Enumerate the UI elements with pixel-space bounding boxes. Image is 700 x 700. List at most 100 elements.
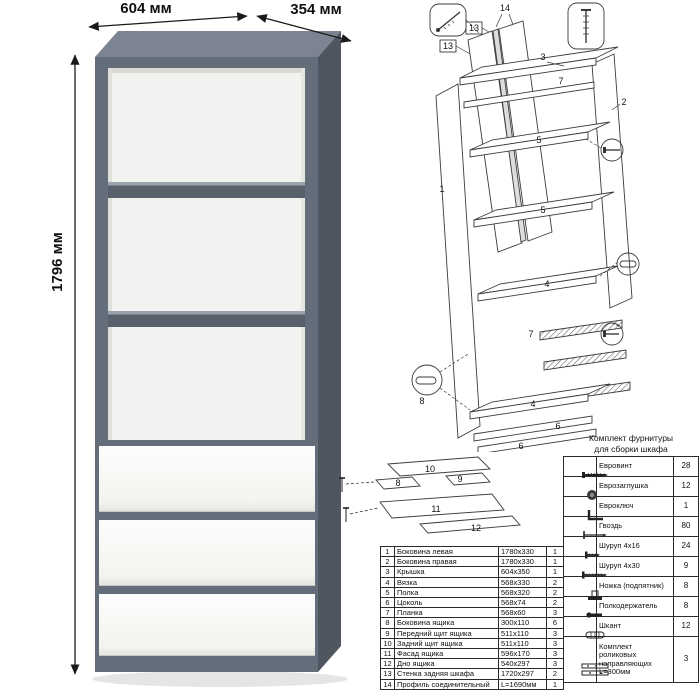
part-number: 5 (380, 586, 395, 599)
drawer-front-1 (99, 446, 315, 512)
part-label-11: 11 (431, 504, 440, 514)
part-label-6: 6 (518, 441, 523, 451)
drawer-side-right (445, 472, 491, 486)
part-size: 568x330 (498, 576, 547, 588)
hardware-row: Евровинт 28 (563, 456, 699, 478)
hardware-qty: 24 (673, 536, 699, 557)
part-number: 12 (380, 658, 395, 670)
screw-4x30-icon (563, 556, 607, 578)
part-number: 4 (380, 576, 395, 588)
hardware-kit-title: Комплект фурнитуры для сборки шкафа (563, 433, 699, 454)
part-label-12: 12 (471, 523, 481, 533)
exploded-assembly-diagram: 14 13 13 3 7 2 5 1 5 4 7 8 4 6 6 (411, 2, 640, 452)
dimension-arrows (70, 12, 352, 675)
width-dimension-arrow (88, 12, 248, 31)
part-name: Вязка (394, 576, 499, 588)
part-number: 13 (380, 668, 395, 680)
hardware-qty: 3 (673, 636, 699, 683)
part-qty: 3 (546, 648, 564, 660)
part-name: Фасад ящика (394, 648, 499, 660)
part-label-9: 9 (457, 474, 462, 484)
part-number: 7 (380, 607, 395, 619)
cap-plug-icon (563, 476, 597, 500)
long-screw-icon (581, 9, 591, 43)
screw-detail-box (429, 3, 467, 37)
part-label-14: 14 (500, 3, 510, 13)
hardware-row: Еврозаглушка 12 (563, 476, 699, 500)
detail-circle (616, 252, 640, 276)
shelf-5a-edge (469, 131, 589, 158)
part-name: Планка (394, 607, 499, 619)
part-number: 8 (380, 617, 395, 629)
hardware-row: Ножка (подпятник) 8 (563, 576, 699, 600)
part-name: Крышка (394, 566, 499, 578)
hardware-qty: 1 (673, 496, 699, 517)
part-name: Передний щит ящика (394, 627, 499, 639)
part-size: 511x110 (498, 627, 547, 639)
cabinet-top-face (95, 31, 341, 57)
depth-dimension-label: 354 мм (290, 1, 341, 18)
height-dimension-label: 1796 мм (49, 232, 66, 292)
nail-icon (563, 516, 607, 539)
hardware-kit-title-line2: для сборки шкафа (594, 443, 668, 454)
top-panel-edge (459, 57, 597, 86)
cabinet-right-face (318, 31, 341, 672)
part-name: Профиль соединительный (394, 678, 499, 690)
part-size: 568x60 (498, 607, 547, 619)
part-name: Боковина ящика (394, 617, 499, 629)
part-label-5: 5 (540, 205, 545, 215)
part-size: 604x350 (498, 566, 547, 578)
part-qty: 6 (546, 617, 564, 629)
plinth-6a (473, 415, 593, 442)
part-size: 568x74 (498, 597, 547, 609)
shelf-board-1 (108, 182, 305, 198)
detail-circle (411, 364, 443, 396)
part-size: 1780x330 (498, 545, 547, 558)
hardware-kit: Комплект фурнитуры для сборки шкафа Евро… (563, 433, 699, 683)
detail-circle (600, 138, 624, 162)
hardware-qty: 80 (673, 516, 699, 537)
part-size: L=1690мм (498, 678, 547, 690)
part-label-7: 7 (558, 76, 563, 86)
dowel-icon (619, 260, 637, 268)
part-qty: 2 (546, 576, 564, 588)
part-number: 1 (380, 545, 395, 558)
connecting-profile (492, 28, 527, 243)
drawer-side-left (375, 476, 421, 490)
part-label-7: 7 (528, 329, 533, 339)
cabinet-render: 604 мм 354 мм 1796 мм (49, 0, 352, 687)
tie-4a-edge (477, 275, 597, 302)
part-size: 540x297 (498, 658, 547, 670)
dowel-icon (415, 376, 437, 385)
part-name: Цоколь (394, 597, 499, 609)
part-label-10: 10 (425, 464, 435, 474)
part-qty: 1 (546, 566, 564, 578)
part-qty: 3 (546, 607, 564, 619)
part-qty: 1 (546, 678, 564, 690)
part-size: 596x170 (498, 648, 547, 660)
hardware-name: Комплект роликовых направляющих L=300мм (596, 636, 674, 683)
part-label-13: 13 (443, 41, 453, 51)
plinth-6b (477, 428, 597, 452)
hardware-row: Шуруп 4x30 9 (563, 556, 699, 578)
hardware-kit-title-line1: Комплект фурнитуры (588, 433, 674, 443)
part-qty: 1 (546, 545, 564, 558)
side-panel-right (591, 53, 633, 309)
part-size: 568x320 (498, 586, 547, 599)
hardware-qty: 8 (673, 596, 699, 617)
drawer-bottom-panel (419, 515, 521, 534)
depth-dimension-arrow (256, 14, 352, 43)
part-name: Полка (394, 586, 499, 599)
hex-key-icon (563, 496, 603, 520)
screw-icon (343, 507, 349, 522)
drawer-front-2 (99, 520, 315, 586)
tie-4b-edge (469, 393, 589, 420)
